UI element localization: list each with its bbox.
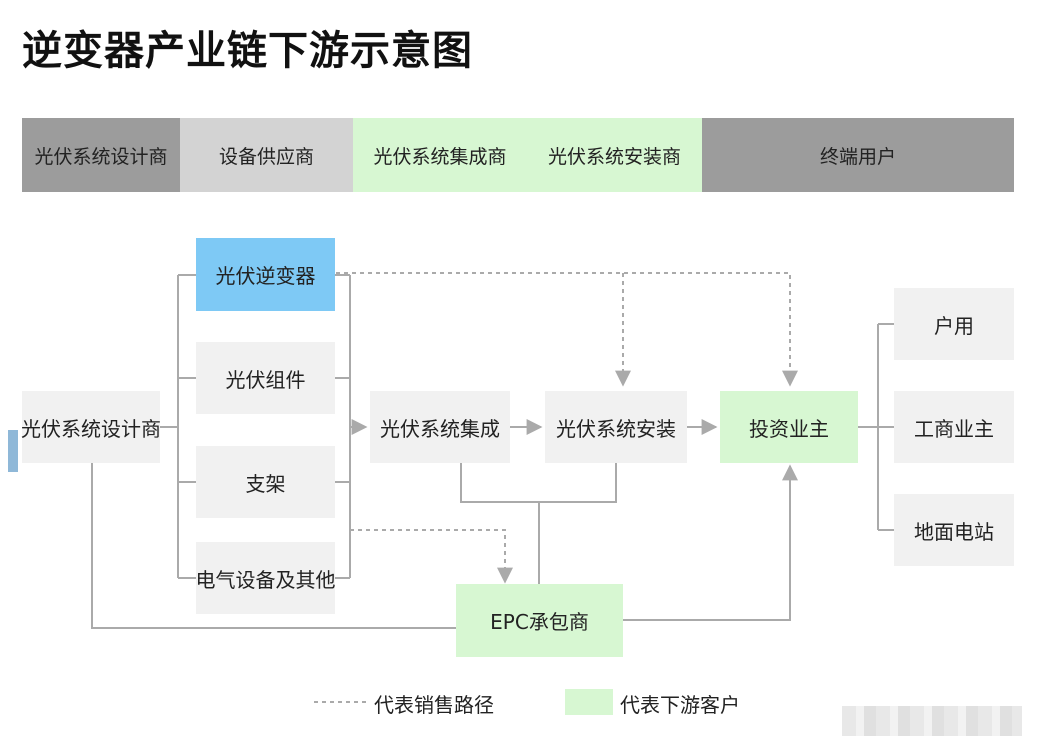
node-label: 光伏系统安装 bbox=[556, 416, 676, 441]
stage-label: 光伏系统设计商 bbox=[34, 145, 168, 168]
node-label: EPC承包商 bbox=[490, 610, 589, 634]
legend-downstream-customer: 代表下游客户 bbox=[620, 693, 740, 717]
stage-integrator: 光伏系统集成商 bbox=[353, 118, 527, 192]
stage-label: 设备供应商 bbox=[218, 145, 314, 168]
line-integration-installation-epc bbox=[460, 463, 617, 503]
node-label: 光伏逆变器 bbox=[215, 264, 316, 288]
node-label: 支架 bbox=[245, 471, 286, 496]
stage-label: 光伏系统安装商 bbox=[547, 145, 681, 168]
stage-installer: 光伏系统安装商 bbox=[527, 118, 702, 192]
page-title: 逆变器产业链下游示意图 bbox=[22, 28, 473, 74]
node-label: 地面电站 bbox=[914, 519, 994, 544]
stage-label: 终端用户 bbox=[819, 145, 896, 168]
side-accent-bar bbox=[8, 430, 18, 472]
node-commercial: 工商业主 bbox=[894, 391, 1014, 463]
legend-green-swatch bbox=[565, 689, 613, 715]
node-bracket: 支架 bbox=[196, 446, 335, 518]
line-designer-epc bbox=[91, 463, 456, 629]
node-inverter: 光伏逆变器 bbox=[196, 238, 335, 311]
node-module: 光伏组件 bbox=[196, 342, 335, 414]
stage-designer: 光伏系统设计商 bbox=[22, 118, 180, 192]
node-label: 光伏系统集成 bbox=[380, 416, 500, 441]
node-installation: 光伏系统安装 bbox=[545, 391, 687, 463]
node-investor: 投资业主 bbox=[720, 391, 858, 463]
node-label: 光伏系统设计商 bbox=[21, 416, 161, 441]
dash-equipment-epc bbox=[350, 529, 513, 584]
node-label: 电气设备及其他 bbox=[195, 567, 336, 592]
watermark bbox=[842, 706, 1022, 736]
stage-end-user: 终端用户 bbox=[702, 118, 1014, 192]
node-integration: 光伏系统集成 bbox=[370, 391, 510, 463]
node-household: 户用 bbox=[894, 288, 1014, 360]
stage-equipment-supplier: 设备供应商 bbox=[180, 118, 353, 192]
node-label: 光伏组件 bbox=[225, 367, 306, 392]
node-epc: EPC承包商 bbox=[456, 584, 623, 657]
node-label: 投资业主 bbox=[749, 416, 829, 441]
stage-label: 光伏系统集成商 bbox=[373, 145, 507, 168]
line-epc-investor bbox=[623, 464, 798, 621]
legend-sales-path: 代表销售路径 bbox=[374, 693, 494, 717]
node-label: 户用 bbox=[934, 313, 974, 338]
node-electrical: 电气设备及其他 bbox=[195, 542, 336, 614]
node-designer: 光伏系统设计商 bbox=[21, 391, 161, 463]
dash-inverter-paths bbox=[336, 272, 798, 387]
node-ground: 地面电站 bbox=[894, 494, 1014, 566]
node-label: 工商业主 bbox=[914, 416, 994, 441]
